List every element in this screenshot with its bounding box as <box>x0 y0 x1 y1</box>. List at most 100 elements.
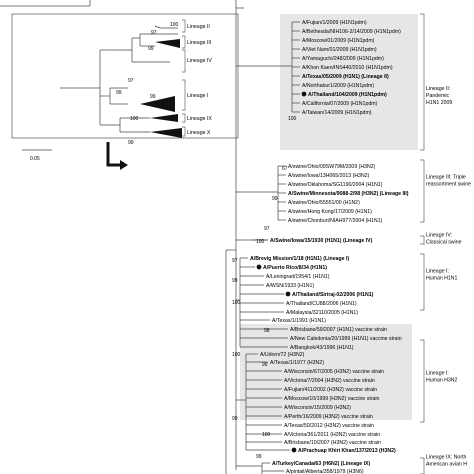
lineage-bracket <box>420 253 425 311</box>
lineage-bracket <box>420 159 425 223</box>
leaf-label: A/Bethesda/NIH106-2/14/2009 (H1N1pdm) <box>302 29 401 35</box>
inset-bootstrap: 99 <box>116 90 122 96</box>
leaf-label: A/Thailand/CU88/2006 (H1N1) <box>286 301 357 307</box>
inset-bootstrap: 99 <box>148 46 154 52</box>
lineage-bracket <box>420 457 425 474</box>
leaf-label: A/Viet Nam/01/2009 (H1N1pdm) <box>302 47 377 53</box>
leaf-label: A/Malaysia/32110/2005 (H1N1) <box>286 310 358 316</box>
lineage-label: H1N1 2009 <box>426 100 452 106</box>
lineage-label: Pandemic <box>426 93 449 99</box>
bootstrap-value: 67 <box>282 166 288 172</box>
leaf-label: A/Khon Kaen/INS440/2010 (H1N1pdm) <box>302 65 393 71</box>
lineage-label: Lineage I: <box>426 269 449 275</box>
bootstrap-value: 100 <box>232 300 241 306</box>
bootstrap-value: 99 <box>232 416 238 422</box>
leaf-label: A/Northabur1/2009 (H1N1pdm) <box>302 83 374 89</box>
leaf-label: A/pintail/Alberta/358/1979 (H3N6) <box>286 469 364 474</box>
leaf-label: A/Taiwan/14/2009 (H1N1pdm) <box>302 110 372 116</box>
bootstrap-value: 100 <box>262 432 271 438</box>
bootstrap-value: 98 <box>264 328 270 334</box>
lineage-label: American avian H <box>426 462 467 468</box>
leaf-marker-dot <box>291 447 297 453</box>
leaf-label: A/Bangkok/43/1996 (H1N1) <box>290 345 354 351</box>
leaf-label: A/Perth/16/2009 (H3N2) vaccine strain <box>284 414 373 420</box>
lineage-label: Lineage IV: <box>426 233 452 239</box>
lineage-label: Human H3N2 <box>426 378 458 384</box>
leaf-label: A/Texas/50/2012 (H3N2) vaccine strain <box>284 423 374 429</box>
lineage-label: Human H1N1 <box>426 276 458 282</box>
lineage-label: Lineage I: <box>426 371 449 377</box>
lineage-bracket <box>420 339 425 423</box>
lineage-bracket <box>420 235 425 245</box>
leaf-label: A/swine/Oklahoma/SG1190/2004 (H1N1) <box>288 182 383 188</box>
bootstrap-value: 100 <box>288 116 297 122</box>
inset-bootstrap: 100 <box>130 116 139 122</box>
leaf-label: A/swine/Hong Kong/17/2009 (H1N1) <box>288 209 372 215</box>
leaf-marker-dot <box>256 264 262 270</box>
leaf-label: A/Yamaguchi/248/2009 (H1N1pdm) <box>302 56 384 62</box>
leaf-label: A/WSN/1933 (H1N1) <box>266 283 314 289</box>
inset-label-lineage-i: Lineage I <box>187 93 208 99</box>
leaf-label: A/Swine/Minnesota/9088-2/98 (H3N2) (Line… <box>288 191 409 197</box>
leaf-label: A/Thailand/Siriraj-02/2006 (H1N1) <box>292 292 374 298</box>
leaf-label: A/Brisbane/10/2007 (H3N2) vaccine strain <box>284 440 381 446</box>
bootstrap-value: 99 <box>256 454 262 460</box>
inset-tree: Lineage II Lineage III Lineage IV Lineag… <box>11 13 239 162</box>
leaf-label: A/New Caledonia/20/1999 (H1N1) vaccine s… <box>290 336 402 342</box>
leaf-label: A/Fujian/411/2002 (H3N2) vaccine strain <box>284 387 377 393</box>
inset-label-lineage-iii: Lineage III <box>187 40 211 46</box>
bootstrap-value: 100 <box>256 239 265 245</box>
lineage-label: Classical swine <box>426 240 462 246</box>
lineage-label: Lineage III: Triple <box>426 175 466 181</box>
leaf-marker-dot <box>301 91 307 97</box>
leaf-label: A/Leningrad/1954/1 (H1N1) <box>266 274 330 280</box>
collapsed-clade-ix <box>150 114 178 122</box>
leaf-marker-dot <box>285 291 291 297</box>
leaf-label: A/Swine/Iowa/15/1930 (H1N1) (Lineage IV) <box>270 238 373 244</box>
inset-label-lineage-iv: Lineage IV <box>187 58 212 64</box>
inset-label-lineage-ii: Lineage II <box>187 24 210 30</box>
bootstrap-value: 99 <box>232 278 238 284</box>
lineage-label: reassortment swine <box>426 182 471 188</box>
leaf-label: A/Texas/1/1977 (H3N2) <box>270 360 324 366</box>
leaf-label: A/Texas/1/1991 (H1N1) <box>272 318 326 324</box>
inset-bootstrap: 97 <box>128 78 134 84</box>
leaf-label: A/Texas/05/2009 (H1N1) (Lineage II) <box>302 74 389 80</box>
leaf-label: A/Udorn/72 (H3N2) <box>260 352 305 358</box>
leaf-label: A/swine/Ohio/09SW79M/2009 (H3N2) <box>288 164 376 170</box>
bootstrap-value: 99 <box>262 362 268 368</box>
leaf-label: A/Thailand/104/2009 (H1N1pdm) <box>308 92 387 98</box>
bootstrap-value: 97 <box>264 226 270 232</box>
leaf-label: A/swine/Chonburi/NIAH977/2004 (H1N1) <box>288 218 383 224</box>
lineage-i-shade <box>240 324 412 420</box>
lineage-label: Lineage IX: North <box>426 455 466 461</box>
bootstrap-value: 97 <box>232 258 238 264</box>
inset-bootstrap: 99 <box>150 94 156 100</box>
leaf-label: A/Moscow/10/1999 (H3N2) vaccine strain <box>284 396 380 402</box>
collapsed-clade-iii <box>155 39 180 48</box>
lineage-label: Lineage II: <box>426 86 450 92</box>
leaf-label: A/Moscow/01/2009 (H1N1pdm) <box>302 38 375 44</box>
zoom-arrow <box>106 142 128 170</box>
inset-scale-label: 0.05 <box>30 156 40 162</box>
leaf-label: A/Turkey/Canada/63 (H6N2) (Lineage IX) <box>272 461 370 467</box>
inset-label-lineage-ix: Lineage IX <box>187 116 212 122</box>
leaf-label: A/Victoria/7/2004 (H3N2) vaccine strain <box>284 378 375 384</box>
bootstrap-value: 100 <box>232 352 241 358</box>
leaf-label: A/Wisconsin/15/2009 (H3N2) <box>284 405 351 411</box>
lineage-ii-shade <box>280 14 418 150</box>
leaf-label: A/swine/Iowa/13H065/2013 (H3N2) <box>288 173 370 179</box>
inset-frame <box>11 13 239 139</box>
leaf-label: A/Brisbane/59/2007 (H1N1) vaccine strain <box>290 327 387 333</box>
inset-bootstrap: 97 <box>151 30 157 36</box>
lineage-bracket <box>420 13 425 151</box>
leaf-label: A/Fujian/1/2009 (H1N1pdm) <box>302 20 367 26</box>
top-crop-fragment <box>0 0 244 9</box>
collapsed-clade-i <box>140 96 175 112</box>
leaf-label: A/Brevig Mission/1/18 (H1N1) (Lineage I) <box>250 256 349 262</box>
inset-label-lineage-x: Lineage X <box>187 130 211 136</box>
leaf-label: A/swine/Ohio/55551/00 (H1N2) <box>288 200 360 206</box>
leaf-label: A/Puerto Rico/8/34 (H1N1) <box>263 265 327 271</box>
leaf-label: A/California/07/2009 (H1N1pdm) <box>302 101 378 107</box>
